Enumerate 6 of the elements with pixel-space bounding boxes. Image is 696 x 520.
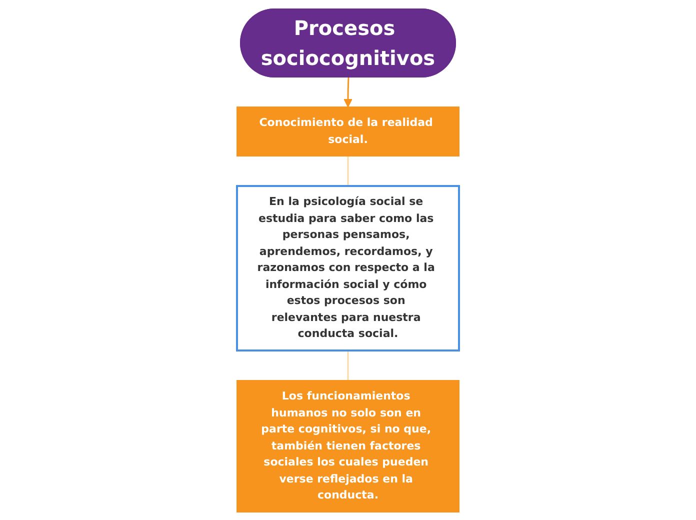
node-box: En la psicología social se estudia para saber como las personas pensamos, aprendemos, recordamos, y razonamos con respecto a la información social y cómo estos procesos son relevantes para nuestra conducta social. — [236, 184, 460, 351]
arrow — [344, 76, 352, 107]
node-box: Los funcionamientos humanos no solo son en parte cognitivos, si no que, también tienen factores sociales los cuales pueden verse reflejados en la conducta. — [236, 380, 460, 512]
node-box: Conocimiento de la realidad social. — [236, 106, 460, 156]
connector — [347, 350, 349, 380]
connector — [347, 156, 349, 186]
